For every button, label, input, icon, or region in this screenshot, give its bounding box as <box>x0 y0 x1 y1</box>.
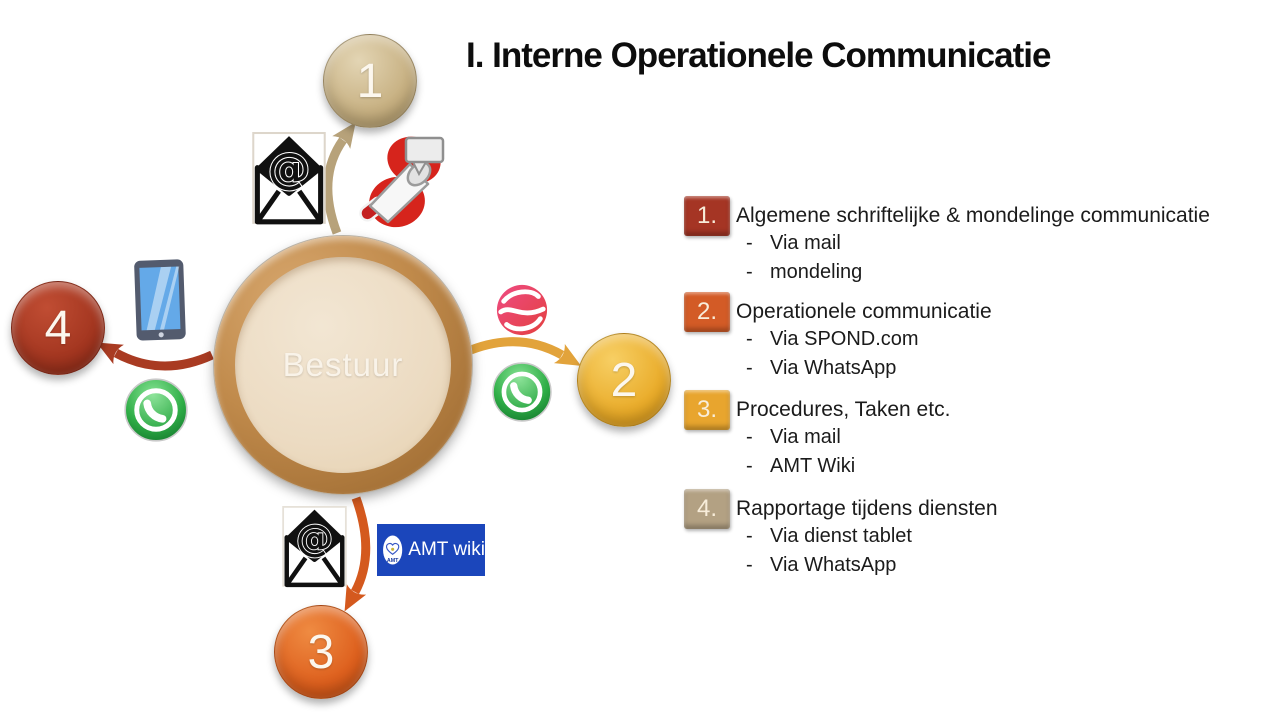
node-1-number: 1 <box>356 54 384 108</box>
email-icon: @ <box>282 506 347 588</box>
at-glyph: @ <box>296 516 334 560</box>
node-1: 1 <box>323 34 417 128</box>
list-item-3-sub-1: -Via mail <box>746 426 841 448</box>
arrow-to-node-2 <box>464 337 582 366</box>
amt-logo-text: AMT <box>387 558 399 564</box>
amt-wiki-banner: AMT AMT wiki <box>377 524 485 576</box>
node-4: 4 <box>11 281 105 375</box>
at-glyph: @ <box>268 144 311 194</box>
list-item-3-badge: 3. <box>684 390 730 430</box>
whatsapp-icon <box>124 378 188 442</box>
tablet-icon <box>134 259 186 341</box>
node-3: 3 <box>274 605 368 699</box>
megaphone-icon <box>359 136 445 228</box>
list-item-4: 4. Rapportage tijdens diensten -Via dien… <box>684 489 998 580</box>
list-item-4-sub-1: -Via dienst tablet <box>746 525 912 547</box>
whatsapp-icon <box>492 362 552 422</box>
node-2: 2 <box>577 333 671 427</box>
list-item-3-sub-2: -AMT Wiki <box>746 455 856 477</box>
arrow-to-node-4 <box>96 342 214 371</box>
list-item-2-title: Operationele communicatie <box>736 300 992 323</box>
list-item-2: 2. Operationele communicatie -Via SPOND.… <box>684 292 992 383</box>
arrow-to-node-1 <box>323 122 356 235</box>
center-node-bestuur: Bestuur <box>214 236 472 494</box>
list-item-4-badge: 4. <box>684 489 730 529</box>
list-item-1-sub-1: -Via mail <box>746 232 841 254</box>
list-item-1: 1. Algemene schriftelijke & mondelinge c… <box>684 196 1210 287</box>
list-item-3-title: Procedures, Taken etc. <box>736 398 951 421</box>
list-item-1-badge: 1. <box>684 196 730 236</box>
center-node-inner: Bestuur <box>235 257 451 473</box>
list-item-4-title: Rapportage tijdens diensten <box>736 497 998 520</box>
page-title: I. Interne Operationele Communicatie <box>466 36 1051 75</box>
amt-wiki-label: AMT wiki <box>408 539 485 560</box>
list-item-2-sub-1: -Via SPOND.com <box>746 328 919 350</box>
list-item-2-badge: 2. <box>684 292 730 332</box>
list-item-3: 3. Procedures, Taken etc. -Via mail -AMT… <box>684 390 950 481</box>
node-4-number: 4 <box>44 301 72 355</box>
email-icon: @ <box>252 132 326 225</box>
amt-logo-icon: AMT <box>383 535 403 565</box>
arrow-to-node-3 <box>344 496 371 612</box>
spond-icon <box>496 284 548 336</box>
list-item-4-sub-2: -Via WhatsApp <box>746 554 897 576</box>
node-3-number: 3 <box>307 625 335 679</box>
list-item-1-title: Algemene schriftelijke & mondelinge comm… <box>736 204 1210 227</box>
node-2-number: 2 <box>610 353 638 407</box>
center-node-label: Bestuur <box>282 346 404 383</box>
list-item-1-sub-2: -mondeling <box>746 261 863 283</box>
list-item-2-sub-2: -Via WhatsApp <box>746 357 897 379</box>
